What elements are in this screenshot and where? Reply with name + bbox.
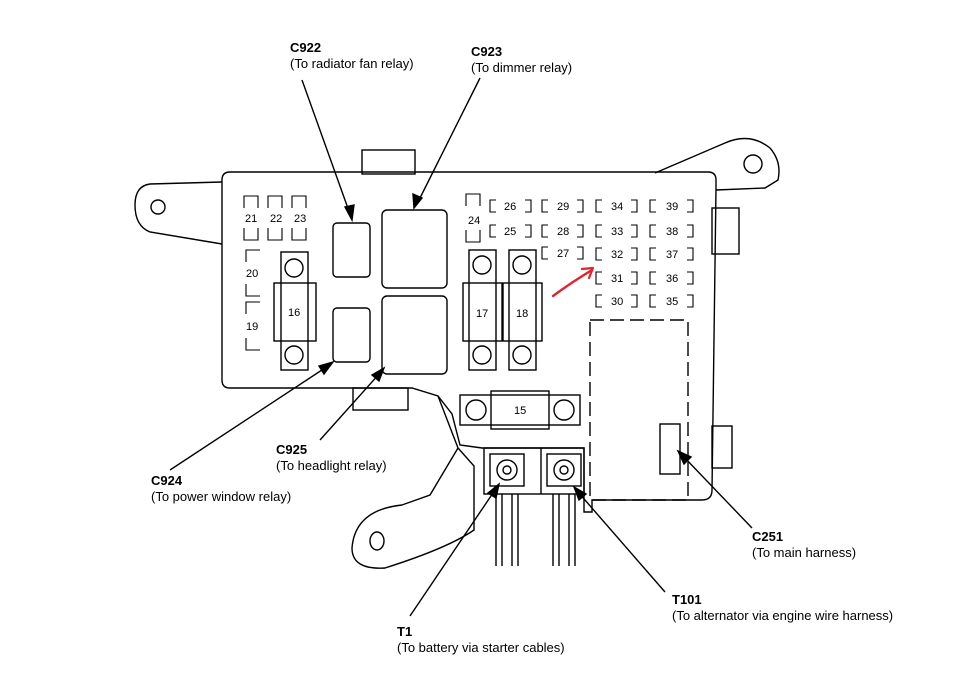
relay-socket-c925	[381, 295, 448, 375]
small-fuse-19	[245, 301, 260, 351]
large-fuse-16	[273, 251, 317, 371]
relay-socket-c922	[332, 222, 371, 278]
fuse-label-20: 20	[246, 268, 258, 280]
fuse-label-26: 26	[504, 201, 516, 213]
fuse-label-16: 16	[288, 307, 300, 319]
c251-desc: (To main harness)	[752, 545, 856, 560]
relay-socket-c923	[381, 209, 448, 289]
c251-area-dashed	[589, 319, 689, 501]
terminal-t1-nut	[496, 459, 518, 481]
fuse-label-36: 36	[666, 273, 678, 285]
c923-desc: (To dimmer relay)	[471, 60, 572, 75]
battery-cables	[495, 494, 576, 566]
fuse-label-28: 28	[557, 226, 569, 238]
fuse-label-37: 37	[666, 249, 678, 261]
terminal-t1-block	[489, 453, 525, 487]
large-fuse-18	[502, 249, 543, 371]
fuse-label-17: 17	[476, 308, 488, 320]
right-mounting-ear	[654, 137, 780, 191]
t101-id: T101	[672, 592, 702, 607]
small-fuse-22	[267, 195, 283, 241]
lower-bracket-hole	[369, 531, 385, 551]
fuse-label-22: 22	[270, 213, 282, 225]
fuse-label-24: 24	[468, 215, 480, 227]
fuse-label-25: 25	[504, 226, 516, 238]
terminal-housing	[483, 447, 585, 495]
right-side-tab-lower	[711, 425, 733, 469]
fuse-label-21: 21	[245, 213, 257, 225]
terminal-t101-nut	[553, 459, 575, 481]
fuse-label-38: 38	[666, 226, 678, 238]
fuse-label-34: 34	[611, 201, 623, 213]
c251-id: C251	[752, 529, 783, 544]
terminal-t101-stud	[559, 465, 569, 475]
small-fuse-24	[465, 193, 481, 243]
leader-lines	[169, 77, 753, 617]
fuse-label-30: 30	[611, 296, 623, 308]
mini-fuse-grid	[489, 199, 694, 308]
c922-desc: (To radiator fan relay)	[290, 56, 414, 71]
c925-id: C925	[276, 442, 307, 457]
right-mount-hole	[743, 154, 763, 174]
c924-desc: (To power window relay)	[151, 489, 291, 504]
fuse-label-31: 31	[611, 273, 623, 285]
fuse-label-27: 27	[557, 248, 569, 260]
fuse-label-29: 29	[557, 201, 569, 213]
c922-id: C922	[290, 40, 321, 55]
right-side-tab-upper	[711, 207, 740, 255]
fuse-label-18: 18	[516, 308, 528, 320]
small-fuse-20	[245, 249, 260, 297]
left-mounting-ear	[134, 181, 223, 245]
t1-id: T1	[397, 624, 412, 639]
terminal-t101-block	[546, 453, 582, 487]
fuse-label-33: 33	[611, 226, 623, 238]
small-fuse-21	[243, 195, 259, 241]
c924-id: C924	[151, 473, 183, 488]
relay-socket-c924	[332, 307, 371, 363]
bottom-tab	[352, 387, 409, 411]
fuse-label-19: 19	[246, 321, 258, 333]
small-fuse-23	[291, 195, 307, 241]
red-annotation-arrow	[551, 266, 595, 298]
fuse-label-15: 15	[514, 405, 526, 417]
fuse-label-23: 23	[294, 213, 306, 225]
c925-desc: (To headlight relay)	[276, 458, 387, 473]
fuse-label-39: 39	[666, 201, 678, 213]
fuse-label-35: 35	[666, 296, 678, 308]
large-fuse-15	[459, 390, 581, 430]
lower-bracket	[351, 395, 475, 569]
large-fuse-17	[462, 249, 503, 371]
terminal-t1-stud	[502, 465, 512, 475]
c251-connector-body	[659, 423, 681, 475]
top-tab	[361, 149, 416, 175]
c923-id: C923	[471, 44, 502, 59]
left-mount-hole	[150, 199, 166, 215]
t101-desc: (To alternator via engine wire harness)	[672, 608, 893, 623]
fuse-label-32: 32	[611, 249, 623, 261]
t1-desc: (To battery via starter cables)	[397, 640, 565, 655]
